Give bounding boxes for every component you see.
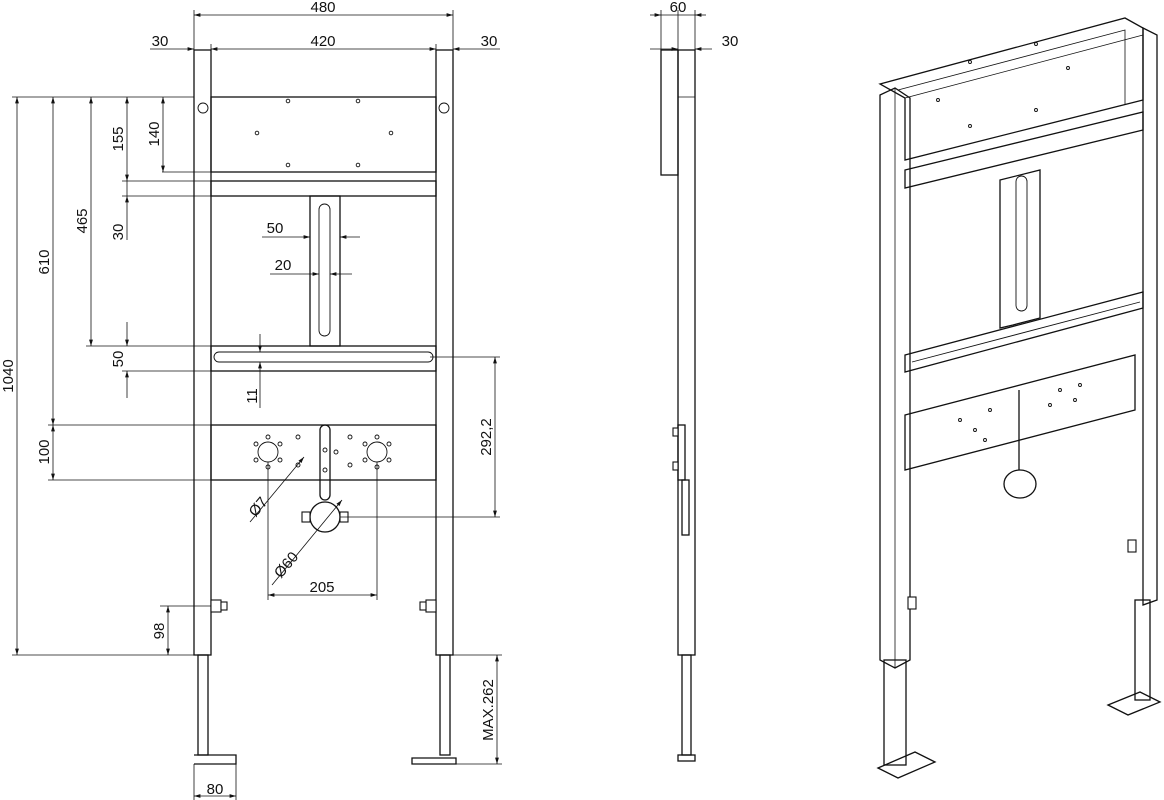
iso-top-holes <box>936 42 1070 128</box>
iso-right-leg <box>1134 599 1151 701</box>
clamp-nut-left <box>301 511 311 523</box>
vertical-bracket <box>309 195 341 347</box>
side-foot <box>677 754 696 762</box>
dim-left-post: 30 <box>152 33 169 50</box>
dim-bottom-plate: 100 <box>36 439 53 464</box>
dim-rail-height: 50 <box>110 351 127 368</box>
iso-left-leg <box>883 659 907 766</box>
side-leg <box>681 654 692 756</box>
right-foot <box>411 757 457 765</box>
bottom-plate-holes <box>253 434 392 470</box>
top-left-screw <box>197 102 209 114</box>
dim-rail-offset: 11 <box>244 388 261 404</box>
iso-view <box>876 17 1162 779</box>
dim-pipe-height: 292,2 <box>478 418 495 456</box>
iso-right-foot <box>1106 691 1162 716</box>
left-leg <box>197 654 209 756</box>
dim-side-post: 30 <box>722 33 739 50</box>
dim-rail-gap: 30 <box>110 224 127 241</box>
side-view: 60 30 <box>650 0 739 762</box>
pipe-clamp <box>309 501 341 533</box>
iso-rail <box>904 291 1144 373</box>
dim-side-depth: 60 <box>670 0 687 16</box>
dim-slot-inner: 20 <box>275 257 292 274</box>
dim-foot-width: 80 <box>207 781 224 798</box>
dim-bolt-height: 98 <box>151 623 168 640</box>
iso-plate-holes <box>958 383 1082 442</box>
side-bracket <box>660 49 679 176</box>
dim-leg-extension: MAX.262 <box>480 679 497 741</box>
iso-left-foot <box>876 751 937 779</box>
right-leg <box>439 654 451 756</box>
dim-hole-spacing: 205 <box>309 579 334 596</box>
dim-top-plate-inner: 140 <box>146 121 163 146</box>
left-post <box>193 49 212 656</box>
left-bolt <box>210 599 222 613</box>
top-plate-holes <box>254 98 394 168</box>
vertical-slot <box>318 203 331 337</box>
dim-slot-width: 50 <box>267 220 284 237</box>
horizontal-rail <box>210 345 437 372</box>
dim-total-height: 1040 <box>0 359 17 392</box>
dim-right-post: 30 <box>481 33 498 50</box>
top-right-screw <box>438 102 450 114</box>
dim-lower-depth: 610 <box>36 249 53 274</box>
upper-crossbar <box>210 180 437 197</box>
iso-right-post <box>1142 26 1158 606</box>
iso-pipe-clamp <box>1003 469 1037 499</box>
top-plate <box>210 96 437 173</box>
right-bolt <box>425 599 437 613</box>
right-post <box>435 49 454 656</box>
side-post <box>677 49 696 656</box>
dim-overall-width: 480 <box>310 0 335 16</box>
iso-vertical-bracket <box>999 169 1041 329</box>
left-foot <box>194 754 237 765</box>
dim-inner-width: 420 <box>310 33 335 50</box>
iso-top-box <box>878 17 1144 161</box>
dim-top-plate: 155 <box>110 126 127 151</box>
clamp-rod <box>319 424 331 501</box>
rail-slot <box>213 351 434 363</box>
dim-upper-depth: 465 <box>74 208 91 233</box>
iso-upper-crossbar <box>904 111 1144 189</box>
iso-bottom-plate <box>904 354 1136 471</box>
front-view: 480 420 30 30 1040 610 465 155 140 30 <box>0 0 502 800</box>
